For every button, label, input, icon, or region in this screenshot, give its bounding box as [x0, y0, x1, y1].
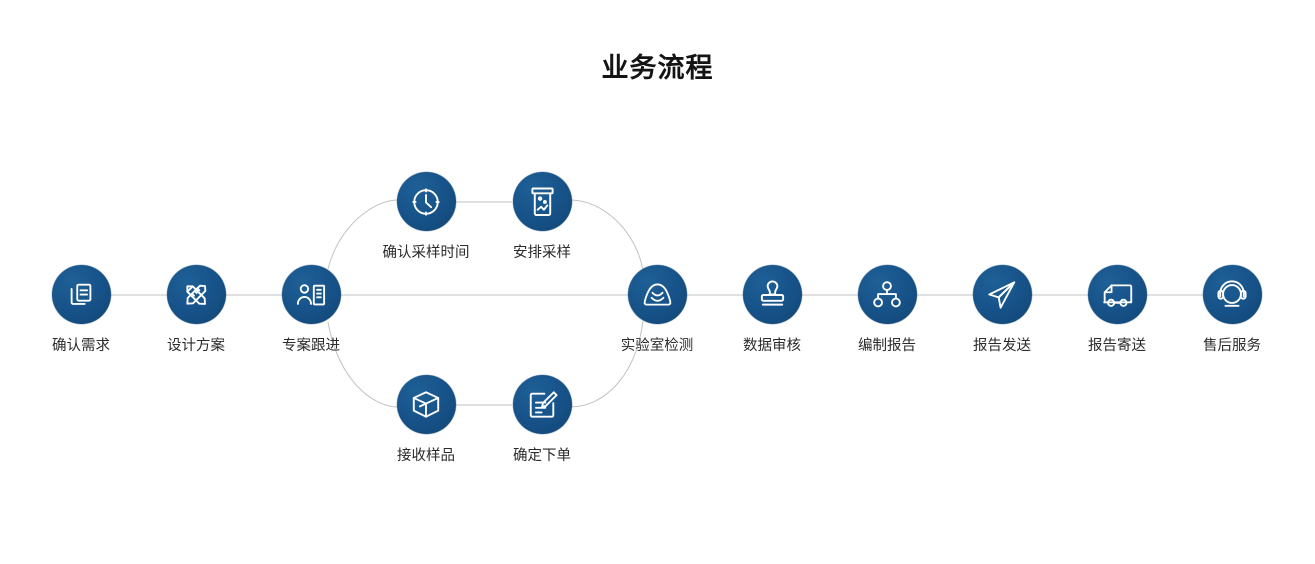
- flow-node-mail-report[interactable]: 报告寄送: [1057, 265, 1177, 355]
- node-icon-circle[interactable]: [166, 265, 226, 324]
- hierarchy-icon: [872, 280, 902, 309]
- flow-node-label: 售后服务: [1203, 338, 1261, 354]
- lab-scan-icon: [641, 281, 674, 309]
- person-building-icon: [295, 280, 327, 310]
- node-icon-circle[interactable]: [1202, 265, 1262, 324]
- flow-node-project-followup[interactable]: 专案跟进: [251, 265, 371, 355]
- flow-node-label: 确认采样时间: [382, 245, 470, 261]
- flow-node-confirm-sample-time[interactable]: 确认采样时间: [366, 172, 486, 262]
- form-edit-icon: [527, 389, 558, 420]
- flow-node-data-review[interactable]: 数据审核: [712, 265, 832, 355]
- flow-node-label: 接收样品: [397, 448, 455, 464]
- paper-plane-icon: [986, 279, 1018, 311]
- flow-node-confirm-requirements[interactable]: 确认需求: [21, 265, 141, 355]
- flow-node-label: 专案跟进: [282, 338, 340, 354]
- node-icon-circle[interactable]: [281, 265, 341, 324]
- stamp-icon: [758, 279, 787, 310]
- flow-node-label: 报告寄送: [1088, 338, 1146, 354]
- flow-node-label: 报告发送: [973, 338, 1031, 354]
- flow-node-arrange-sampling[interactable]: 安排采样: [482, 172, 602, 262]
- delivery-truck-icon: [1101, 281, 1134, 309]
- flow-node-label: 安排采样: [513, 245, 571, 261]
- node-icon-circle[interactable]: [857, 265, 917, 324]
- node-icon-circle[interactable]: [627, 265, 687, 324]
- page-title: 业务流程: [601, 53, 714, 83]
- node-icon-circle[interactable]: [512, 375, 572, 434]
- node-icon-circle[interactable]: [512, 172, 572, 231]
- documents-copy-icon: [66, 280, 96, 310]
- flow-node-label: 编制报告: [858, 338, 916, 354]
- flow-node-after-sales[interactable]: 售后服务: [1172, 265, 1292, 355]
- flow-node-label: 设计方案: [167, 338, 225, 354]
- flow-node-compile-report[interactable]: 编制报告: [827, 265, 947, 355]
- pencil-ruler-icon: [180, 279, 212, 311]
- flow-node-label: 确定下单: [513, 448, 571, 464]
- headset-icon: [1216, 279, 1248, 310]
- flow-node-lab-testing[interactable]: 实验室检测: [597, 265, 717, 355]
- node-icon-circle[interactable]: [396, 375, 456, 434]
- flow-node-label: 数据审核: [743, 338, 801, 354]
- flow-node-design-plan[interactable]: 设计方案: [136, 265, 256, 355]
- node-icon-circle[interactable]: [972, 265, 1032, 324]
- flow-node-label: 实验室检测: [620, 338, 694, 354]
- node-icon-circle[interactable]: [396, 172, 456, 231]
- node-icon-circle[interactable]: [51, 265, 111, 324]
- flow-node-send-report[interactable]: 报告发送: [942, 265, 1062, 355]
- flow-node-receive-samples[interactable]: 接收样品: [366, 375, 486, 465]
- flow-node-confirm-order[interactable]: 确定下单: [482, 375, 602, 465]
- clock-icon: [410, 186, 442, 218]
- flow-node-label: 确认需求: [52, 338, 110, 354]
- node-icon-circle[interactable]: [742, 265, 802, 324]
- package-box-icon: [410, 389, 442, 420]
- node-icon-circle[interactable]: [1087, 265, 1147, 324]
- sample-jar-icon: [529, 186, 556, 217]
